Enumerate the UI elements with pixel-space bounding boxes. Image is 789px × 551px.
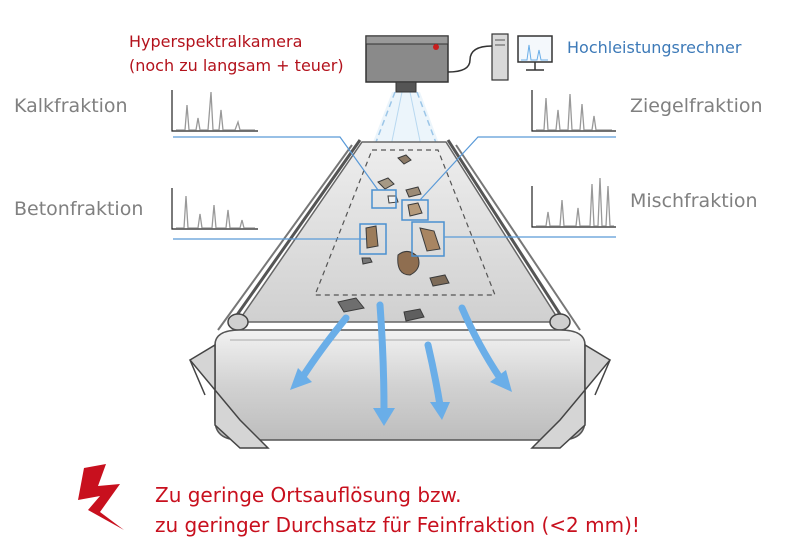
camera-label: Hyperspektralkamera (noch zu langsam + t…: [129, 30, 344, 78]
lightning-icon: [78, 464, 124, 530]
computer-icon: [491, 33, 553, 81]
camera-icon: [365, 35, 493, 93]
sorting-arrowheads: [290, 368, 512, 426]
spectrum-beton: [171, 188, 258, 230]
fraction-label-misch: Mischfraktion: [630, 190, 758, 212]
warning-text: Zu geringe Ortsauflösung bzw. zu geringe…: [155, 480, 640, 540]
warning-line2: zu geringer Durchsatz für Feinfraktion (…: [155, 513, 640, 537]
fraction-label-beton: Betonfraktion: [14, 198, 144, 220]
spectrum-misch: [531, 177, 616, 228]
scan-area: [314, 149, 496, 296]
fraction-label-kalk: Kalkfraktion: [14, 95, 128, 117]
camera-label-line1: Hyperspektralkamera: [129, 32, 303, 51]
conveyor-belt: [188, 139, 612, 449]
computer-label: Hochleistungsrechner: [567, 38, 742, 57]
sorting-arrows: [298, 301, 504, 414]
fraction-label-ziegel: Ziegelfraktion: [630, 95, 763, 117]
camera-label-line2: (noch zu langsam + teuer): [129, 56, 344, 75]
spectrum-kalk: [171, 90, 258, 132]
connector-lines: [173, 136, 616, 240]
rubble-pieces: [337, 154, 450, 322]
spectrum-ziegel: [531, 90, 616, 132]
warning-line1: Zu geringe Ortsauflösung bzw.: [155, 483, 462, 507]
